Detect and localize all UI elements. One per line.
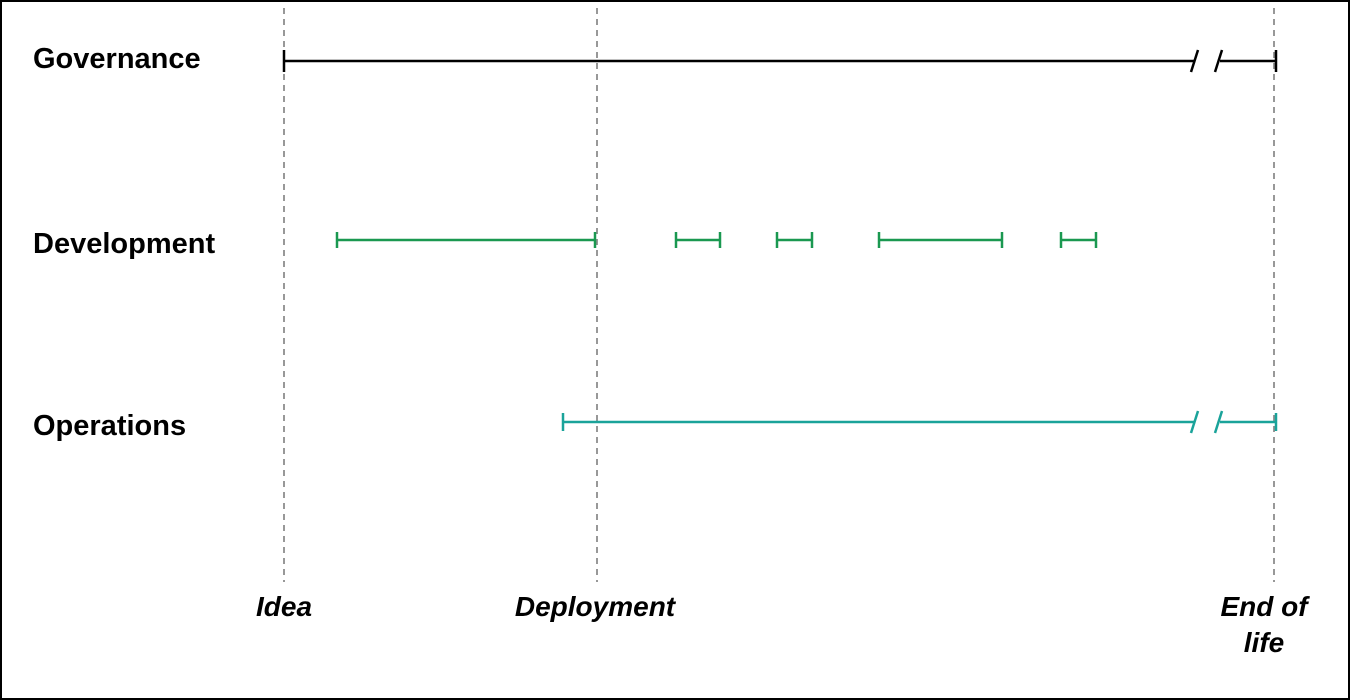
- milestone-label-deployment: Deployment: [514, 591, 676, 622]
- row-label-operations: Operations: [33, 410, 187, 442]
- axis-break-mark: [1213, 49, 1224, 73]
- development-bar: [335, 232, 597, 248]
- development-bar: [1059, 232, 1098, 248]
- row-label-governance: Governance: [33, 43, 201, 75]
- milestone-label-end-of-life: End of life: [1220, 591, 1308, 658]
- row-label-development: Development: [33, 228, 216, 260]
- axis-break-mark: [1213, 410, 1224, 434]
- milestone-label-idea: Idea: [255, 591, 313, 622]
- governance-bar: [282, 49, 1278, 73]
- development-bar: [775, 232, 814, 248]
- axis-break-mark: [1189, 49, 1200, 73]
- operations-bar: [561, 410, 1278, 434]
- axis-break-mark: [1189, 410, 1200, 434]
- development-bar: [674, 232, 722, 248]
- development-bar: [877, 232, 1004, 248]
